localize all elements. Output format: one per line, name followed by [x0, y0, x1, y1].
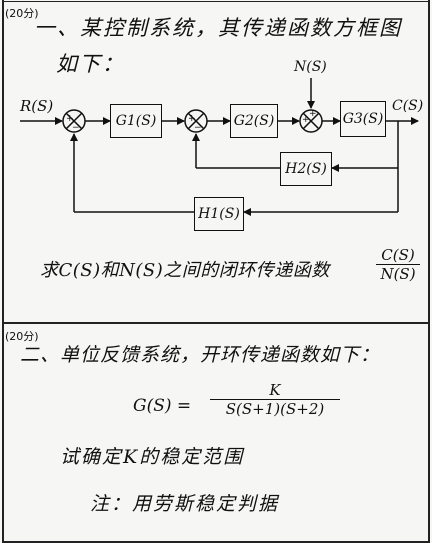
section-divider [2, 322, 429, 324]
problem1-question: 求C(S)和N(S)之间的闭环传递函数 [40, 260, 330, 281]
input-label: R(S) [20, 97, 54, 115]
sum2-plus-sign: + [188, 114, 196, 124]
sum1-minus-sign: − [72, 123, 80, 133]
output-label: C(S) [392, 98, 424, 114]
fraction-denominator: N(S) [380, 265, 416, 284]
frame-left [2, 0, 4, 543]
fraction-numerator: C(S) [381, 246, 415, 264]
problem1-fraction: C(S) N(S) [376, 246, 420, 283]
problem2-title: 二、单位反馈系统，开环传递函数如下： [20, 344, 381, 366]
disturbance-label: N(S) [294, 59, 327, 75]
block-g1: G1(S) [110, 104, 162, 138]
frame-bottom [2, 541, 429, 543]
frame-right [428, 0, 430, 543]
sum1-plus-sign: + [66, 114, 74, 124]
problem2-question: 试确定K的稳定范围 [60, 446, 245, 468]
block-diagram-wires [20, 78, 419, 216]
fraction-bar [376, 264, 420, 266]
problem1-title-line1: 一、某控制系统，其传递函数方框图 [34, 16, 402, 40]
sum3-plus-top-sign: + [309, 109, 317, 119]
equation-bar [210, 399, 340, 401]
equation-denominator: S(S+1)(S+2) [225, 400, 325, 419]
frame-top [2, 1, 429, 3]
problem1-points: (20分) [5, 7, 39, 20]
block-g3: G3(S) [340, 101, 386, 137]
equation-lhs: G(S) = [133, 396, 192, 416]
sum3-plus-left-sign: + [302, 115, 310, 125]
sum2-minus-sign: − [194, 123, 202, 133]
equation-fraction: K S(S+1)(S+2) [210, 381, 340, 418]
block-g2: G2(S) [230, 104, 278, 138]
problem1-title-line2: 如下： [56, 52, 125, 76]
block-h1: H1(S) [194, 197, 244, 231]
block-h2: H2(S) [280, 152, 332, 186]
problem2-note: 注：用劳斯稳定判据 [90, 493, 280, 515]
problem2-points: (20分) [5, 330, 39, 343]
equation-numerator: K [269, 381, 281, 399]
